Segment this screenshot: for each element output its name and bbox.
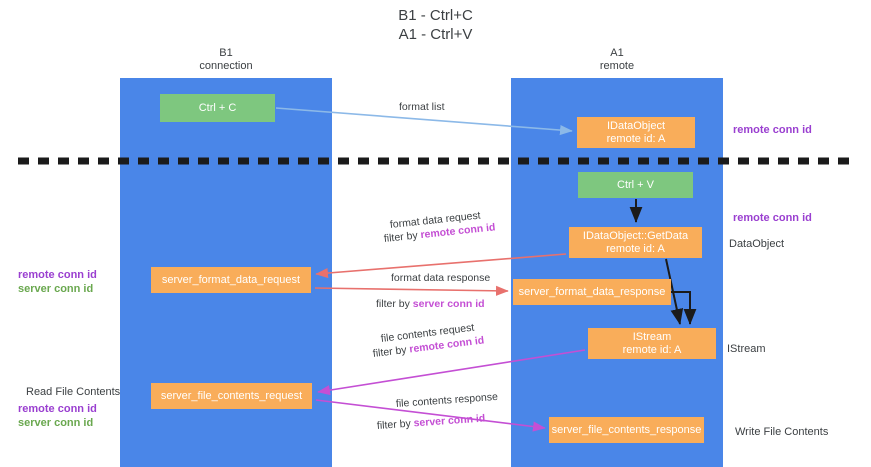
node-istream[interactable]: IStream remote id: A [588, 328, 716, 359]
node-ctrl-v-label: Ctrl + V [617, 178, 654, 191]
node-server-file-contents-response[interactable]: server_file_contents_response [549, 417, 704, 443]
annotation-write-file-contents: Write File Contents [735, 426, 829, 438]
caption-file-contents-response-filter: filter by server conn id [377, 412, 486, 433]
filter-prefix-4: filter by [376, 417, 415, 432]
filter-prefix-1: filter by [383, 229, 422, 245]
annotation-dataobject: DataObject [729, 238, 785, 250]
legend-server-conn-id-bottom: server conn id [18, 417, 94, 429]
annotation-istream: IStream [727, 343, 766, 355]
node-server-file-contents-request[interactable]: server_file_contents_request [151, 383, 312, 409]
node-getdata-subtitle: remote id: A [606, 242, 665, 255]
filter-server-conn-id-1: server conn id [412, 298, 485, 310]
node-idataobject-title: IDataObject [606, 119, 666, 132]
node-idataobject-getdata[interactable]: IDataObject::GetData remote id: A [569, 227, 702, 258]
node-server-format-data-request[interactable]: server_format_data_request [151, 267, 311, 293]
annotation-conn-id-legend-bottom: remote conn id server conn id [18, 402, 97, 430]
node-istream-title: IStream [632, 330, 672, 343]
node-ctrl-c[interactable]: Ctrl + C [160, 94, 275, 122]
caption-format-data-response: format data response [391, 272, 491, 284]
annotation-remote-conn-id-top: remote conn id [733, 124, 812, 136]
swimlane-a1-role: remote [599, 60, 635, 72]
swimlane-b1-name: B1 [219, 47, 233, 59]
caption-file-contents-response: file contents response [395, 390, 499, 410]
filter-prefix-2: filter by [376, 298, 413, 310]
node-idataobject-subtitle: remote id: A [606, 132, 666, 145]
legend-server-conn-id-top: server conn id [18, 283, 94, 295]
node-idataobject[interactable]: IDataObject remote id: A [577, 117, 695, 148]
node-ctrl-v[interactable]: Ctrl + V [578, 172, 693, 198]
node-server-file-contents-response-label: server_file_contents_response [551, 423, 702, 436]
node-server-file-contents-request-label: server_file_contents_request [160, 389, 303, 402]
filter-prefix-3: filter by [372, 343, 411, 360]
swimlane-a1-name: A1 [610, 47, 624, 59]
title-line-1: B1 - Ctrl+C [398, 7, 473, 24]
node-server-format-data-response[interactable]: server_format_data_response [513, 279, 671, 305]
node-getdata-title: IDataObject::GetData [582, 229, 689, 242]
legend-remote-conn-id-bottom: remote conn id [18, 403, 97, 415]
swimlane-header-a1: A1 remote [511, 47, 723, 73]
page-title: B1 - Ctrl+C A1 - Ctrl+V [0, 6, 871, 44]
annotation-conn-id-legend-top: remote conn id server conn id [18, 268, 97, 296]
node-server-format-data-response-label: server_format_data_response [518, 285, 666, 298]
arrow-format-data-response [314, 285, 509, 296]
node-istream-subtitle: remote id: A [622, 343, 682, 356]
annotation-remote-conn-id-mid: remote conn id [733, 212, 812, 224]
swimlane-b1-role: connection [199, 60, 253, 72]
node-server-format-data-request-label: server_format_data_request [161, 273, 301, 286]
legend-remote-conn-id-top: remote conn id [18, 269, 97, 281]
node-ctrl-c-label: Ctrl + C [198, 101, 237, 114]
title-line-2: A1 - Ctrl+V [398, 26, 473, 43]
caption-format-list: format list [399, 101, 445, 113]
swimlane-header-b1: B1 connection [120, 47, 332, 73]
annotation-read-file-contents: Read File Contents [26, 386, 121, 398]
filter-server-conn-id-2: server conn id [413, 412, 486, 430]
caption-format-data-response-filter: filter by server conn id [376, 298, 485, 311]
